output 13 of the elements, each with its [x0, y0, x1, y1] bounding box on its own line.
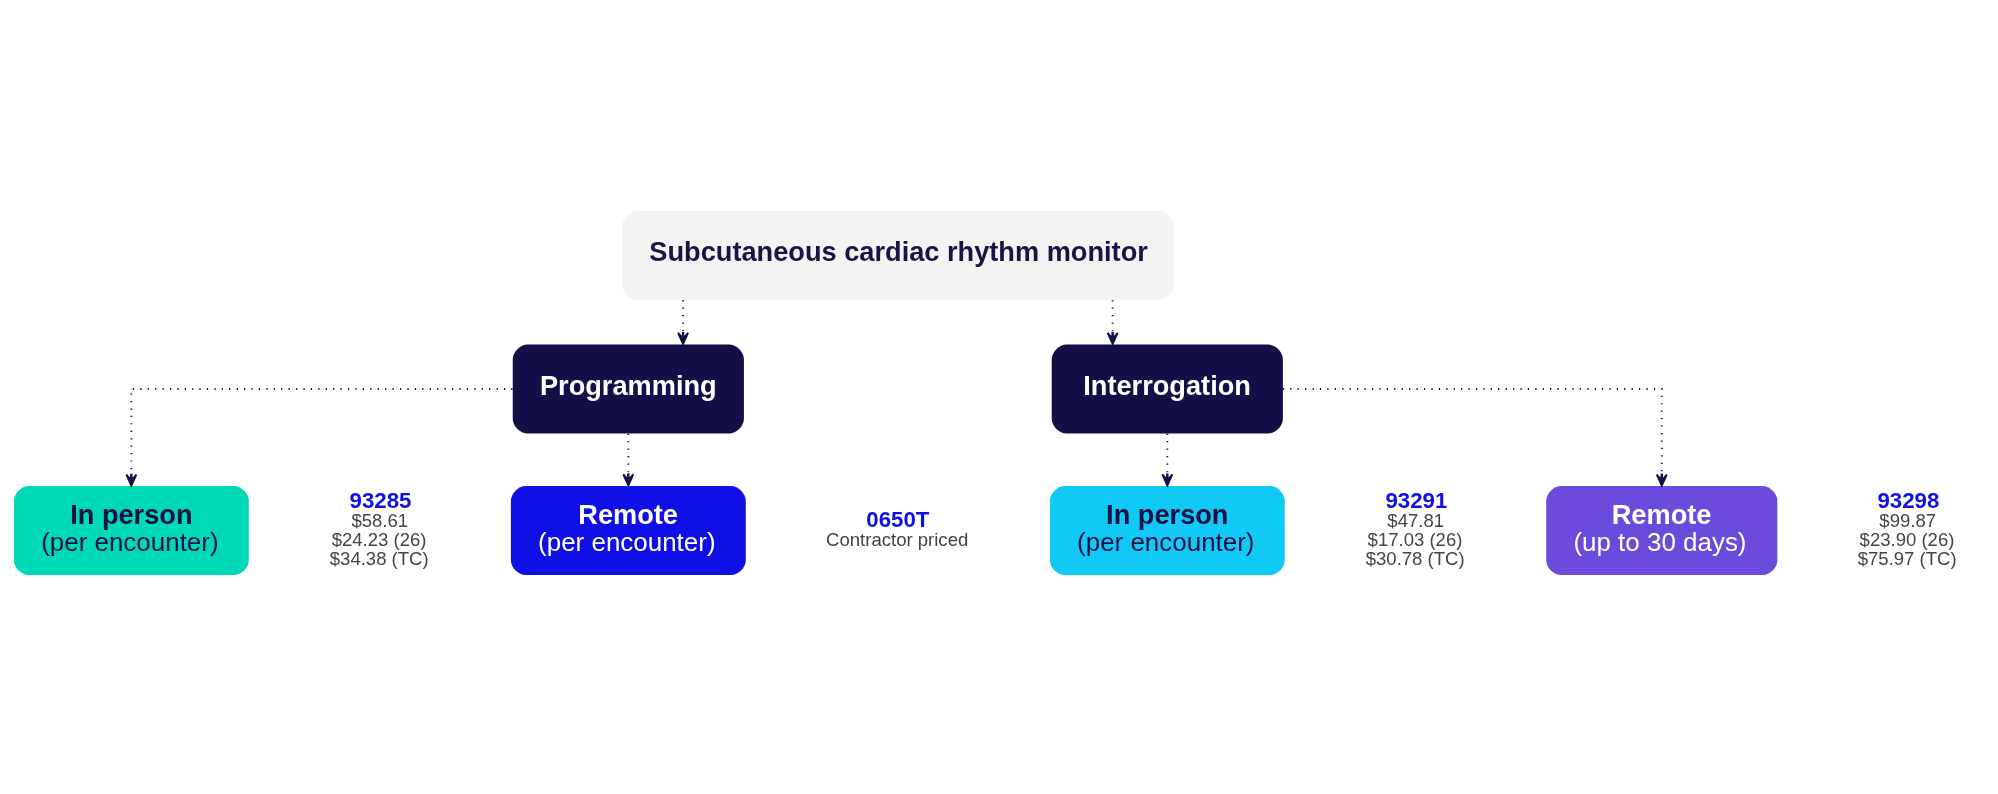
arrow: [1106, 299, 1119, 345]
arrow: [1281, 388, 1668, 487]
arrow: [676, 299, 689, 345]
arrow: [621, 432, 634, 487]
arrow: [1160, 432, 1173, 487]
node-box: Subcutaneous cardiac rhythm monitor: [621, 210, 1173, 300]
arrow: [124, 388, 513, 487]
node-box: Programming: [512, 344, 744, 434]
node-box: In person (per encounter): [13, 486, 249, 575]
node-box: In person (per encounter): [1049, 486, 1285, 575]
node-box: Interrogation: [1051, 344, 1283, 434]
node-box: Remote (up to 30 days): [1545, 486, 1777, 575]
node-box: Remote (per encounter): [510, 486, 746, 575]
